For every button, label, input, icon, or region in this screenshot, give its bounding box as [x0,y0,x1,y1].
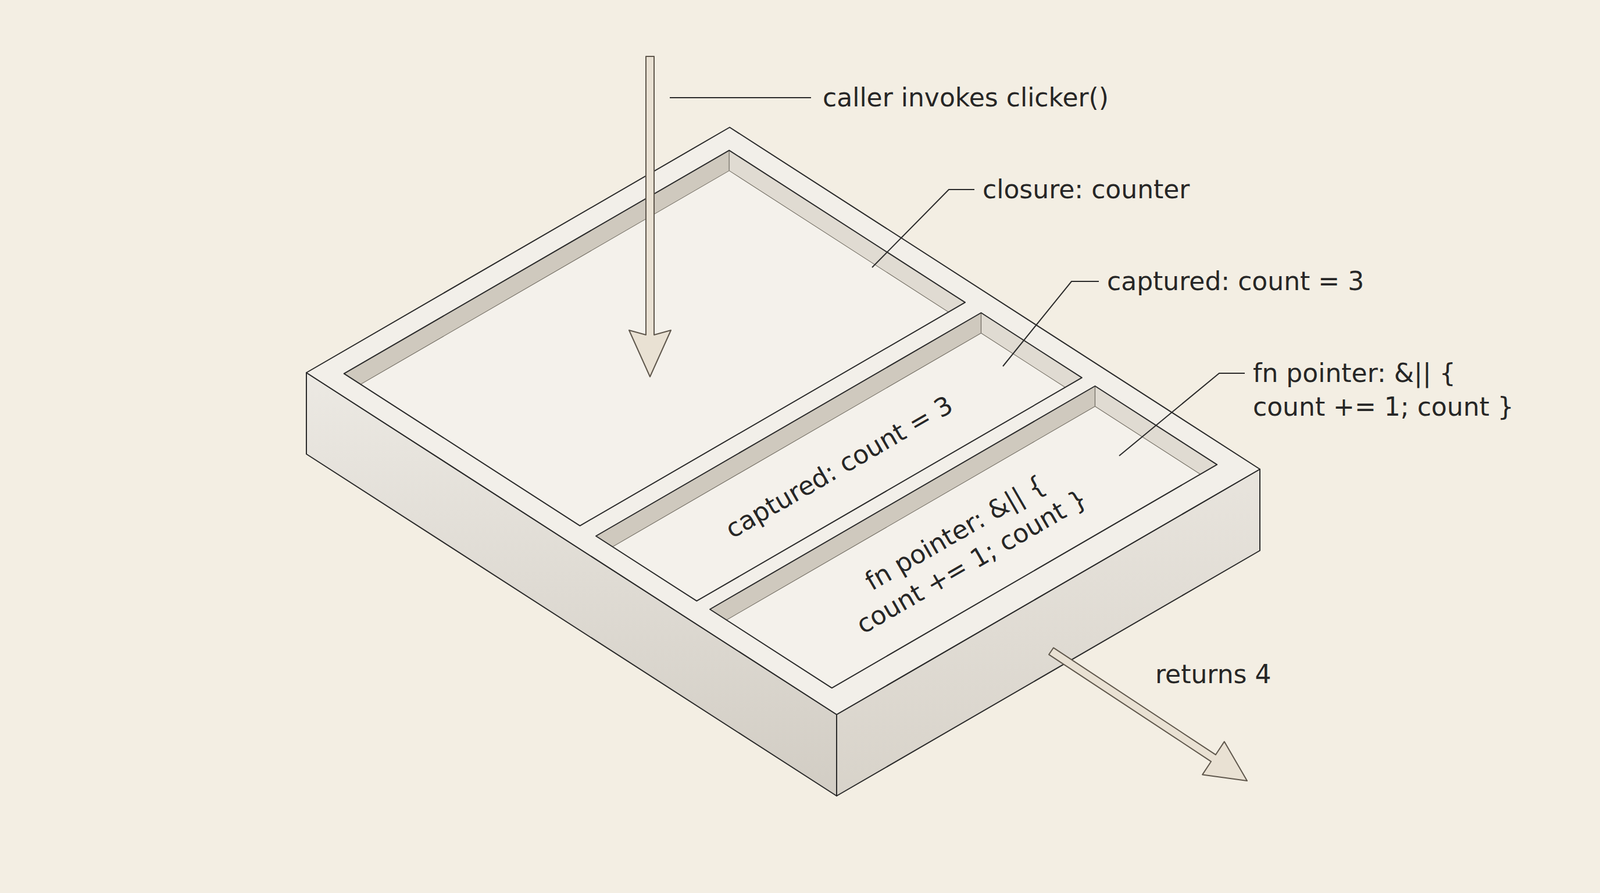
inner-corner [1094,386,1096,407]
flow-label: caller invokes clicker() [822,80,1109,114]
leader-line [872,189,975,268]
compartment-floor [726,406,1201,688]
input-arrow [629,56,671,377]
leader-line [669,97,812,99]
callout-label: captured: count = 3 [1106,264,1364,298]
callout-label: closure: counter [982,172,1190,206]
inner-corner [729,150,730,171]
tray-rim [306,127,1260,715]
tray-compartment: fn pointer: &|| { count += 1; count } [709,386,1217,688]
inner-corner [980,312,982,334]
leader-line [1119,373,1245,456]
callout-label: fn pointer: &|| { count += 1; count } [1252,356,1518,423]
inner-wall [709,386,1217,688]
compartment-rim [709,386,1217,688]
leader-line [1002,281,1099,367]
flow-label: returns 4 [1155,657,1271,691]
